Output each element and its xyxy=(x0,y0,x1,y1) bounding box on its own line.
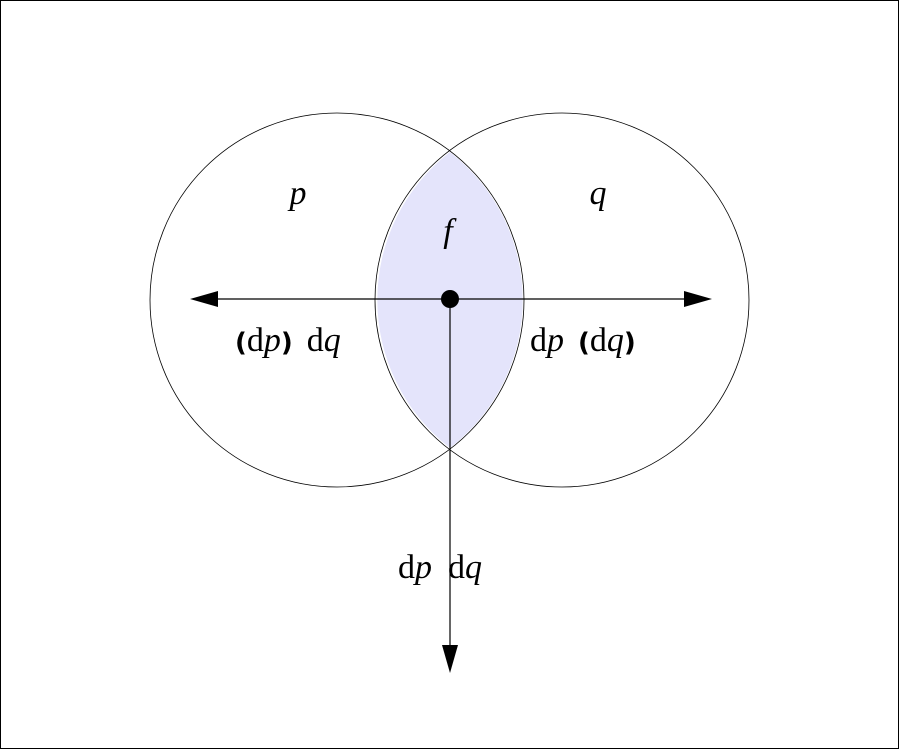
circle-p xyxy=(149,112,525,488)
right-arrowhead xyxy=(684,291,712,307)
right-arrow-label: dp(dq) xyxy=(530,322,636,359)
left-arrow-label: (dp)dq xyxy=(235,322,341,359)
down-arrowhead xyxy=(442,645,458,673)
label-p: p xyxy=(288,175,307,212)
circle-q xyxy=(374,112,750,488)
left-arrowhead xyxy=(190,291,218,307)
origin-dot xyxy=(441,290,459,308)
label-q: q xyxy=(590,175,607,212)
